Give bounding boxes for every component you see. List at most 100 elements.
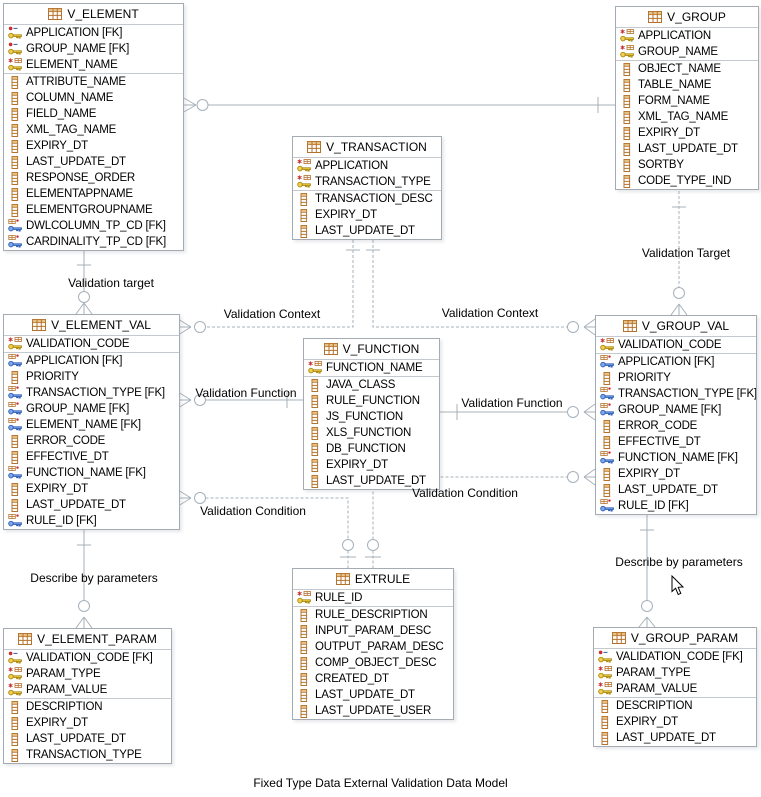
entity-v-group-val[interactable]: V_GROUP_VAL VALIDATION_CODE APPLICATION … <box>595 315 757 515</box>
column-row[interactable]: LAST_UPDATE_USER <box>293 703 453 719</box>
column-row[interactable]: ELEMENT_NAME [FK] <box>4 417 179 433</box>
connector-validation-function-right[interactable] <box>437 403 596 421</box>
entity-header[interactable]: EXTRULE <box>293 569 453 590</box>
column-row[interactable]: ATTRIBUTE_NAME <box>4 74 183 90</box>
entity-v-transaction[interactable]: V_TRANSACTION APPLICATION TRANSACTION_TY… <box>292 136 442 240</box>
column-row[interactable]: OUTPUT_PARAM_DESC <box>293 639 453 655</box>
relationship-label-describe-by-parameters-left[interactable]: Describe by parameters <box>30 571 158 585</box>
column-row[interactable]: APPLICATION [FK] <box>596 354 756 370</box>
column-row[interactable]: EXPIRY_DT <box>616 125 758 141</box>
column-row[interactable]: TRANSACTION_TYPE <box>4 747 171 763</box>
column-row[interactable]: PARAM_VALUE <box>594 681 756 697</box>
entity-header[interactable]: V_ELEMENT_VAL <box>4 315 179 336</box>
column-row[interactable]: PARAM_TYPE <box>4 666 171 682</box>
entity-header[interactable]: V_GROUP_PARAM <box>594 628 756 649</box>
column-row[interactable]: PRIORITY <box>4 369 179 385</box>
column-row[interactable]: CARDINALITY_TP_CD [FK] <box>4 234 183 250</box>
column-row[interactable]: FUNCTION_NAME [FK] <box>596 450 756 466</box>
column-row[interactable]: INPUT_PARAM_DESC <box>293 623 453 639</box>
column-row[interactable]: APPLICATION [FK] <box>4 25 183 41</box>
column-row[interactable]: PARAM_VALUE <box>4 682 171 698</box>
entity-v-group[interactable]: V_GROUP APPLICATION GROUP_NAME OBJECT_NA… <box>615 6 759 190</box>
column-row[interactable]: VALIDATION_CODE [FK] <box>4 650 171 666</box>
relationship-label-validation-condition-left[interactable]: Validation Condition <box>200 504 306 518</box>
relationship-label-validation-target-left[interactable]: Validation target <box>68 276 154 290</box>
column-row[interactable]: PARAM_TYPE <box>594 665 756 681</box>
entity-v-element[interactable]: V_ELEMENT APPLICATION [FK] GROUP_NAME [F… <box>3 3 184 251</box>
column-row[interactable]: COMP_OBJECT_DESC <box>293 655 453 671</box>
column-row[interactable]: ELEMENTGROUPNAME <box>4 202 183 218</box>
entity-v-group-param[interactable]: V_GROUP_PARAM VALIDATION_CODE [FK] PARAM… <box>593 627 757 747</box>
relationship-label-describe-by-parameters-right[interactable]: Describe by parameters <box>615 555 743 569</box>
relationship-label-validation-context-right[interactable]: Validation Context <box>441 306 539 320</box>
column-row[interactable]: EFFECTIVE_DT <box>4 449 179 465</box>
connector-describe-by-parameters-right[interactable] <box>638 510 656 628</box>
column-row[interactable]: LAST_UPDATE_DT <box>4 731 171 747</box>
entity-header[interactable]: V_ELEMENT <box>4 4 183 25</box>
column-row[interactable]: APPLICATION <box>616 28 758 44</box>
column-row[interactable]: RULE_DESCRIPTION <box>293 607 453 623</box>
column-row[interactable]: CODE_TYPE_IND <box>616 173 758 189</box>
column-row[interactable]: APPLICATION [FK] <box>4 353 179 369</box>
column-row[interactable]: SORTBY <box>616 157 758 173</box>
column-row[interactable]: ELEMENTAPPNAME <box>4 186 183 202</box>
column-row[interactable]: DB_FUNCTION <box>304 441 439 457</box>
column-row[interactable]: APPLICATION <box>293 158 441 174</box>
connector-validation-target-left[interactable] <box>75 246 93 315</box>
column-row[interactable]: PRIORITY <box>596 370 756 386</box>
column-row[interactable]: EXPIRY_DT <box>4 481 179 497</box>
column-row[interactable]: TRANSACTION_TYPE [FK] <box>596 386 756 402</box>
column-row[interactable]: FUNCTION_NAME <box>304 360 439 376</box>
connector-describe-by-parameters-left[interactable] <box>75 525 93 629</box>
column-row[interactable]: VALIDATION_CODE [FK] <box>594 649 756 665</box>
entity-v-element-param[interactable]: V_ELEMENT_PARAM VALIDATION_CODE [FK] PAR… <box>3 628 172 764</box>
column-row[interactable]: LAST_UPDATE_DT <box>4 497 179 513</box>
column-row[interactable]: RULE_ID [FK] <box>596 498 756 514</box>
connector-validation-context-right[interactable] <box>366 235 596 336</box>
column-row[interactable]: LAST_UPDATE_DT <box>596 482 756 498</box>
column-row[interactable]: TRANSACTION_DESC <box>293 191 441 207</box>
column-row[interactable]: TRANSACTION_TYPE [FK] <box>4 385 179 401</box>
entity-v-function[interactable]: V_FUNCTION FUNCTION_NAME JAVA_CLASS RULE… <box>303 338 440 490</box>
entity-header[interactable]: V_ELEMENT_PARAM <box>4 629 171 650</box>
relationship-label-validation-function-left[interactable]: Validation Function <box>195 386 297 400</box>
column-row[interactable]: ERROR_CODE <box>596 418 756 434</box>
connector-validation-condition-left[interactable] <box>177 489 356 568</box>
column-row[interactable]: VALIDATION_CODE <box>4 336 179 352</box>
column-row[interactable]: GROUP_NAME <box>616 44 758 60</box>
column-row[interactable]: LAST_UPDATE_DT <box>616 141 758 157</box>
relationship-label-validation-context-left[interactable]: Validation Context <box>223 307 321 321</box>
entity-header[interactable]: V_FUNCTION <box>304 339 439 360</box>
column-row[interactable]: GROUP_NAME [FK] <box>4 41 183 57</box>
column-row[interactable]: OBJECT_NAME <box>616 61 758 77</box>
column-row[interactable]: FUNCTION_NAME [FK] <box>4 465 179 481</box>
column-row[interactable]: RULE_ID [FK] <box>4 513 179 529</box>
relationship-label-validation-function-right[interactable]: Validation Function <box>461 396 563 410</box>
column-row[interactable]: EXPIRY_DT <box>293 207 441 223</box>
column-row[interactable]: DWLCOLUMN_TP_CD [FK] <box>4 218 183 234</box>
column-row[interactable]: FIELD_NAME <box>4 106 183 122</box>
column-row[interactable]: DESCRIPTION <box>4 699 171 715</box>
column-row[interactable]: LAST_UPDATE_DT <box>304 473 439 489</box>
column-row[interactable]: RULE_ID <box>293 590 453 606</box>
connector-v-group-v-element[interactable] <box>181 96 615 114</box>
column-row[interactable]: LAST_UPDATE_DT <box>594 730 756 746</box>
column-row[interactable]: RULE_FUNCTION <box>304 393 439 409</box>
column-row[interactable]: LAST_UPDATE_DT <box>4 154 183 170</box>
column-row[interactable]: EXPIRY_DT <box>4 138 183 154</box>
column-row[interactable]: EXPIRY_DT <box>596 466 756 482</box>
column-row[interactable]: JS_FUNCTION <box>304 409 439 425</box>
column-row[interactable]: EXPIRY_DT <box>304 457 439 473</box>
column-row[interactable]: DESCRIPTION <box>594 698 756 714</box>
connector-validation-function-left[interactable] <box>177 391 303 409</box>
column-row[interactable]: ELEMENT_NAME <box>4 57 183 73</box>
relationship-label-validation-condition-right[interactable]: Validation Condition <box>412 486 518 500</box>
connector-validation-condition-right[interactable] <box>365 468 596 568</box>
column-row[interactable]: EXPIRY_DT <box>594 714 756 730</box>
column-row[interactable]: CREATED_DT <box>293 671 453 687</box>
column-row[interactable]: EFFECTIVE_DT <box>596 434 756 450</box>
entity-extrule[interactable]: EXTRULE RULE_ID RULE_DESCRIPTION INPUT_P… <box>292 568 454 720</box>
column-row[interactable]: XLS_FUNCTION <box>304 425 439 441</box>
column-row[interactable]: EXPIRY_DT <box>4 715 171 731</box>
column-row[interactable]: VALIDATION_CODE <box>596 337 756 353</box>
